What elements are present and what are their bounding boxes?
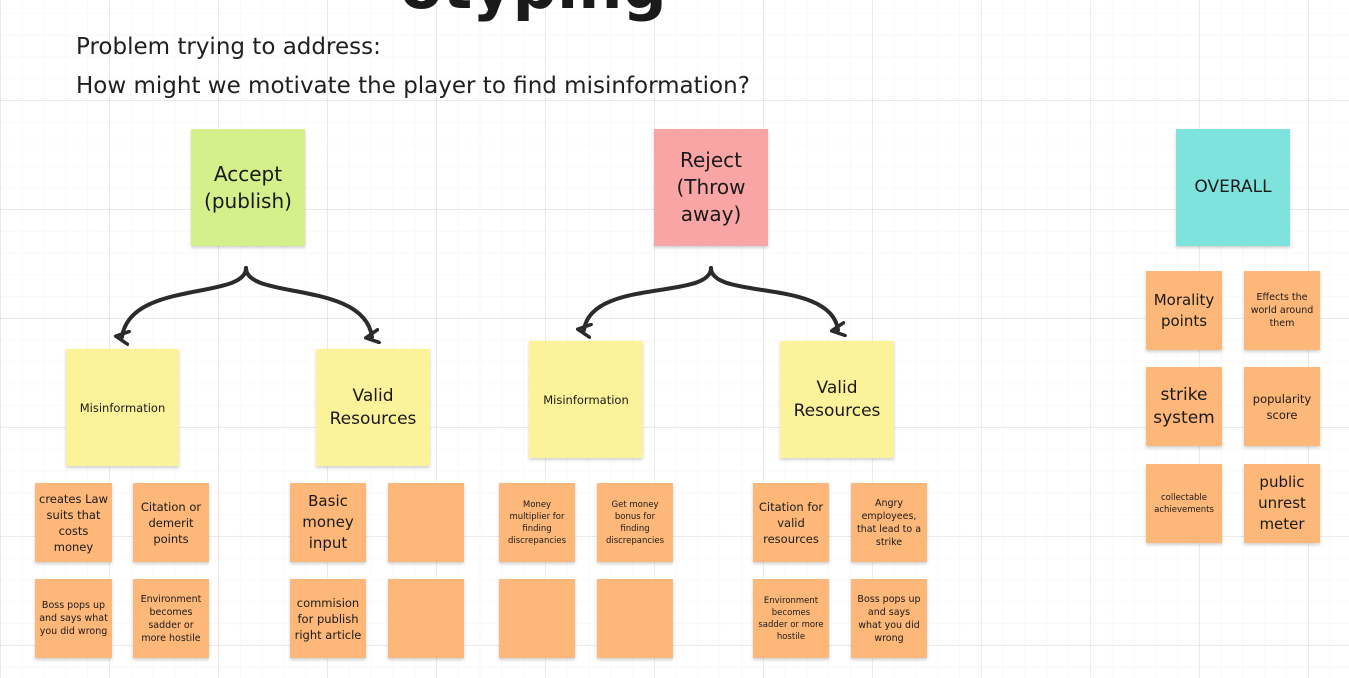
note-text: Misinformation <box>543 392 629 407</box>
idea-sticky-note[interactable]: popularity score <box>1244 367 1320 446</box>
idea-sticky-note[interactable]: Morality points <box>1146 271 1222 350</box>
note-text: Basic money input <box>302 492 354 552</box>
overall-sticky-note[interactable]: OVERALL <box>1176 129 1290 246</box>
idea-sticky-note-empty[interactable] <box>597 579 673 658</box>
note-text: Citation for valid resources <box>758 499 824 546</box>
reject-connector-arrow <box>584 266 713 330</box>
note-text: Valid Resources <box>793 377 881 421</box>
problem-label: Problem trying to address: <box>76 34 381 60</box>
note-text: Money multiplier for finding discrepanci… <box>507 499 567 546</box>
note-text: popularity score <box>1252 391 1312 422</box>
note-text: collectable achievements <box>1154 492 1214 515</box>
note-text: commision for publish right article <box>294 595 362 642</box>
idea-sticky-note[interactable]: Boss pops up and says what you did wrong <box>851 579 927 658</box>
problem-question: How might we motivate the player to find… <box>76 73 750 99</box>
note-text: Environment becomes sadder or more hosti… <box>140 593 202 644</box>
idea-sticky-note[interactable]: public unrest meter <box>1244 464 1320 543</box>
accept-misinformation-note[interactable]: Misinformation <box>66 349 179 466</box>
idea-sticky-note[interactable]: Basic money input <box>290 483 366 562</box>
note-text: creates Law suits that costs money <box>39 491 109 554</box>
note-text: Morality points <box>1153 290 1215 330</box>
note-text: public unrest meter <box>1258 473 1306 533</box>
idea-sticky-note[interactable]: Money multiplier for finding discrepanci… <box>499 483 575 562</box>
accept-label: Accept (publish) <box>204 161 292 213</box>
note-text: Boss pops up and says what you did wrong <box>857 593 921 644</box>
idea-sticky-note[interactable]: Boss pops up and says what you did wrong <box>35 579 112 658</box>
reject-sticky-note[interactable]: Reject (Throw away) <box>654 129 768 246</box>
idea-sticky-note[interactable]: Citation or demerit points <box>133 483 209 562</box>
idea-sticky-note[interactable]: Angry employees, that lead to a strike <box>851 483 927 562</box>
note-text: Get money bonus for finding discrepancie… <box>605 499 665 546</box>
note-text: Boss pops up and says what you did wrong <box>39 600 108 637</box>
idea-sticky-note[interactable]: Environment becomes sadder or more hosti… <box>133 579 209 658</box>
idea-sticky-note-empty[interactable] <box>388 483 464 562</box>
note-text: Citation or demerit points <box>140 499 202 546</box>
idea-sticky-note[interactable]: Citation for valid resources <box>753 483 829 562</box>
accept-connector-arrow <box>122 266 248 337</box>
idea-sticky-note[interactable]: collectable achievements <box>1146 464 1222 543</box>
note-text: strike system <box>1153 384 1215 428</box>
reject-label: Reject (Throw away) <box>676 148 746 226</box>
overall-label: OVERALL <box>1194 177 1272 197</box>
idea-sticky-note[interactable]: Environment becomes sadder or more hosti… <box>753 579 829 658</box>
reject-valid-resources-note[interactable]: Valid Resources <box>780 341 894 458</box>
idea-sticky-note[interactable]: Effects the world around them <box>1244 271 1320 350</box>
idea-sticky-note-empty[interactable] <box>388 579 464 658</box>
accept-connector-arrow <box>244 266 372 337</box>
note-text: Effects the world around them <box>1250 292 1314 329</box>
idea-sticky-note-empty[interactable] <box>499 579 575 658</box>
idea-sticky-note[interactable]: strike system <box>1146 367 1222 446</box>
idea-sticky-note[interactable]: creates Law suits that costs money <box>35 483 112 562</box>
idea-sticky-note[interactable]: Get money bonus for finding discrepancie… <box>597 483 673 562</box>
reject-misinformation-note[interactable]: Misinformation <box>529 341 643 458</box>
note-text: Misinformation <box>79 400 166 415</box>
accept-valid-resources-note[interactable]: Valid Resources <box>316 349 430 466</box>
accept-sticky-note[interactable]: Accept (publish) <box>191 129 305 246</box>
idea-sticky-note[interactable]: commision for publish right article <box>290 579 366 658</box>
board-title: otyping <box>400 0 667 18</box>
reject-connector-arrow <box>709 266 838 330</box>
note-text: Angry employees, that lead to a strike <box>856 497 922 548</box>
note-text: Environment becomes sadder or more hosti… <box>758 595 824 642</box>
note-text: Valid Resources <box>329 385 417 429</box>
